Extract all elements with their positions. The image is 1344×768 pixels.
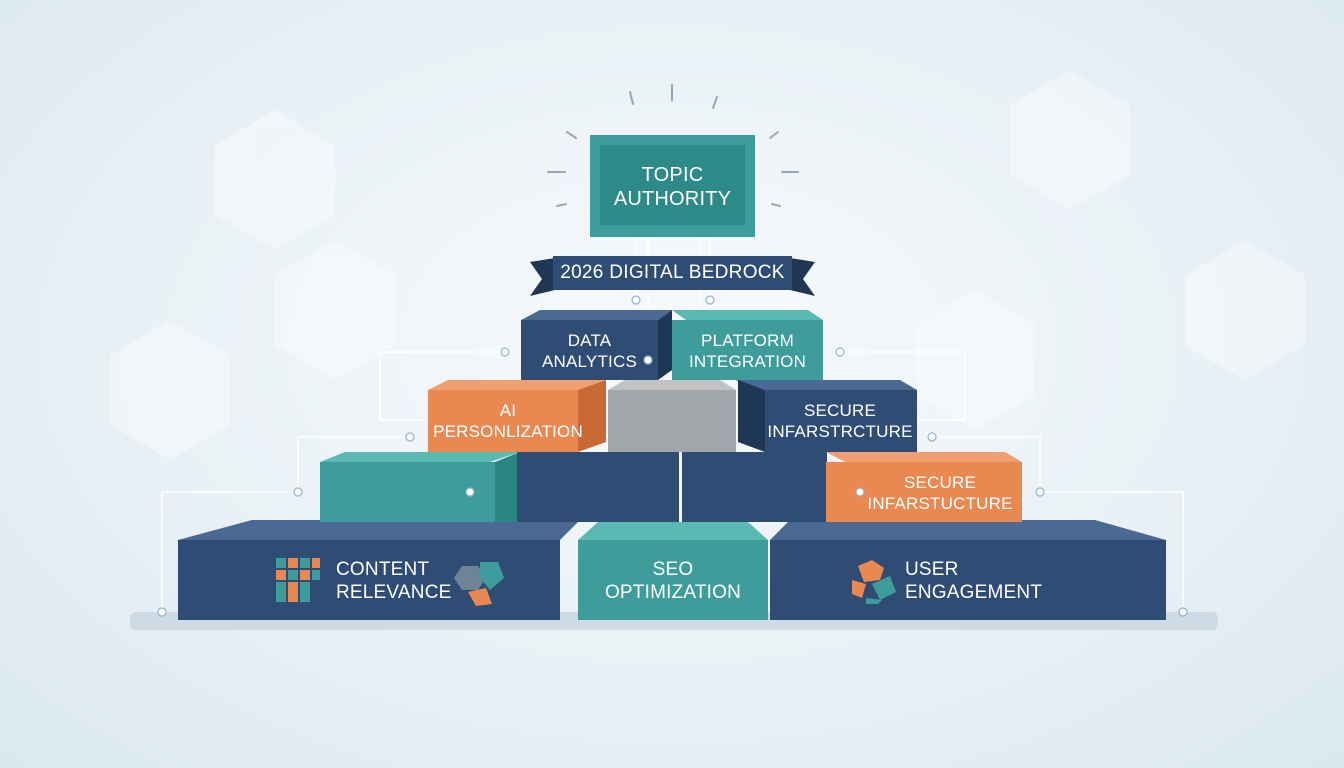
platform-integration-label: PLATFORM INTEGRATION xyxy=(672,330,823,372)
data-analytics-block xyxy=(521,320,658,380)
data-analytics-line2: ANALYTICS xyxy=(541,352,637,371)
puzzle-icon xyxy=(454,562,504,606)
topic-authority-label: TOPIC AUTHORITY xyxy=(600,163,745,211)
user-engagement-block xyxy=(770,540,1166,620)
platform-integration-line1: PLATFORM xyxy=(701,331,794,350)
background-hexagons xyxy=(110,70,1305,460)
data-analytics-label: DATA ANALYTICS xyxy=(521,330,658,372)
seo-optimization-block xyxy=(578,540,768,620)
content-relevance-line2: RELEVANCE xyxy=(336,582,452,603)
user-engagement-line2: ENGAGEMENT xyxy=(905,582,1043,603)
tier-third xyxy=(428,380,917,452)
gray-center-block xyxy=(608,390,736,452)
ai-personlization-label: AI PERSONLIZATION xyxy=(428,400,588,442)
content-relevance-line1: CONTENT xyxy=(336,559,430,580)
secure-infarstucture-label: SECURE INFARSTUCTURE xyxy=(860,472,1020,514)
secure-infarstrcture-line1: SECURE xyxy=(803,401,877,420)
seo-optimization-line1: SEO xyxy=(652,559,694,580)
seo-optimization-line2: OPTIMIZATION xyxy=(604,582,742,603)
ai-personlization-block xyxy=(428,390,578,452)
seo-optimization-label: SEO OPTIMIZATION xyxy=(578,558,768,604)
secure-infarstrcture-line2: INFARSTRCTURE xyxy=(767,422,913,441)
banner-title: 2026 DIGITAL BEDROCK xyxy=(560,262,785,283)
data-analytics-line1: DATA xyxy=(567,331,612,350)
secure-infarstrcture-label: SECURE INFARSTRCTURE xyxy=(760,400,920,442)
content-relevance-icon xyxy=(276,558,320,602)
navy-center-right-block xyxy=(682,452,827,522)
platform-integration-line2: INTEGRATION xyxy=(688,352,807,371)
connector-dots xyxy=(157,295,1188,617)
secure-infarstrcture-block xyxy=(765,390,917,452)
tier-base xyxy=(178,520,1166,620)
navy-center-left-block xyxy=(517,452,679,522)
banner-ribbon xyxy=(530,256,815,296)
topic-authority-line2: AUTHORITY xyxy=(613,188,732,210)
topic-authority-line1: TOPIC xyxy=(641,164,704,186)
content-relevance-label: CONTENT RELEVANCE xyxy=(336,558,456,604)
ai-personlization-line2: PERSONLIZATION xyxy=(433,422,583,441)
ai-personlization-line1: AI xyxy=(499,401,517,420)
user-engagement-label: USER ENGAGEMENT xyxy=(905,558,1055,604)
tier-fourth xyxy=(521,310,823,380)
topic-authority-box xyxy=(590,135,755,237)
platform-integration-block xyxy=(672,320,823,380)
user-engagement-icon xyxy=(852,560,896,604)
secure-infarstucture-line2: INFARSTUCTURE xyxy=(867,494,1013,513)
ray-lines xyxy=(547,84,799,207)
secure-infarstucture-line1: SECURE xyxy=(903,473,977,492)
user-engagement-line1: USER xyxy=(905,559,959,580)
banner-body xyxy=(553,256,792,290)
